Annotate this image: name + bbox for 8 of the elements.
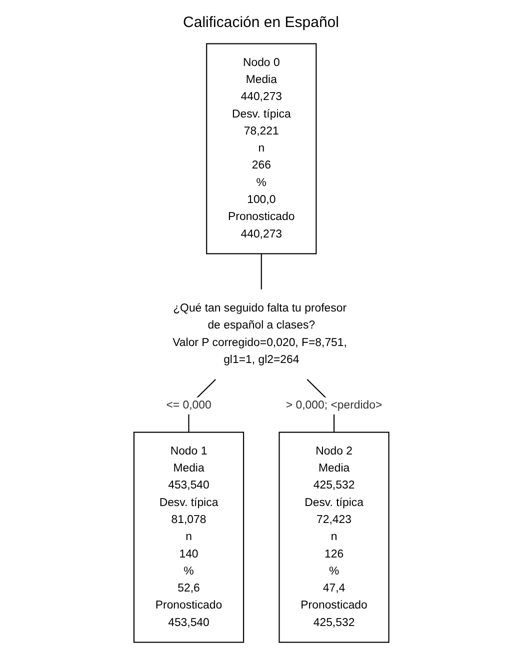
edge-label: <= 0,000 [166, 399, 211, 412]
edge-label: > 0,000; <perdido> [286, 399, 382, 412]
connector [260, 254, 262, 290]
node-box: Nodo 2 Media 425,532 Desv. típica 72,423 n 126 % 47,4 Pronosticado 425,532 [278, 432, 389, 643]
node-text: ¿Qué tan seguido falta tu profesor de español a clases? Valor P corregido=0,020, F=8,751, gl1=1, gl2=264 [172, 302, 347, 366]
diagram-title: Calificación en Español [182, 13, 340, 33]
node-box: Nodo 0 Media 440,273 Desv. típica 78,221 n 266 % 100,0 Pronosticado 440,273 [206, 43, 316, 254]
node-box: Nodo 1 Media 453,540 Desv. típica 81,078 n 140 % 52,6 Pronosticado 453,540 [133, 432, 244, 643]
